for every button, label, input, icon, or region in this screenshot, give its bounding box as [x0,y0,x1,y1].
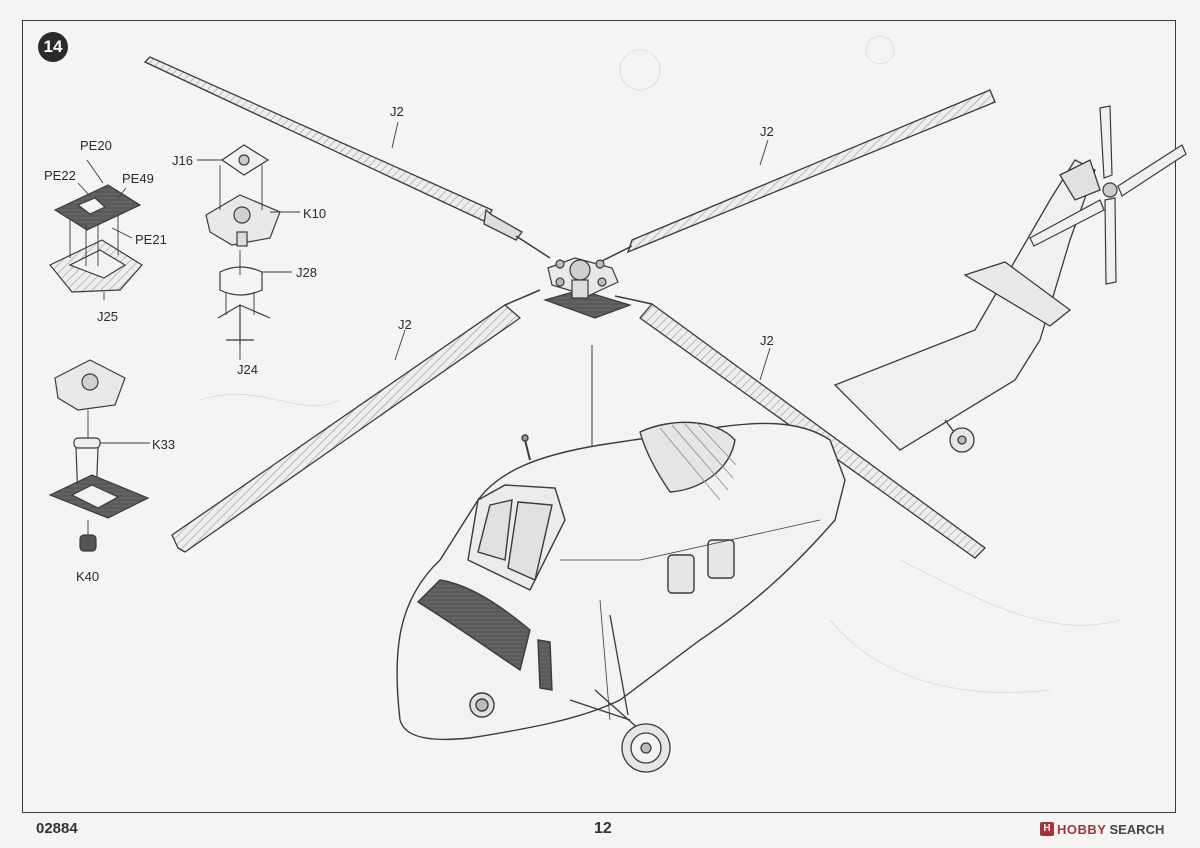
label-j2-front-left: J2 [398,317,412,332]
kit-number: 02884 [36,820,78,837]
label-pe22: PE22 [44,168,76,183]
tail-rotor [1029,105,1187,285]
page-border [22,20,1176,813]
rotor-blade-rear-left [143,56,551,259]
fuselage [396,421,846,741]
label-j28: J28 [296,265,317,280]
label-k10: K10 [303,206,327,221]
main-landing-gear [569,614,671,773]
label-j16: J16 [172,153,193,168]
label-k40: K40 [76,569,100,584]
hobbysearch-logo-icon: H [1040,822,1054,836]
label-j24: J24 [237,362,258,377]
label-j2-rear-left: J2 [390,104,404,119]
label-j25: J25 [97,309,118,324]
step-number-badge: 14 [38,32,68,62]
label-j2-front-right: J2 [760,333,774,348]
subassembly-lower-left [48,359,150,552]
label-k33: K33 [152,437,176,452]
subassembly-hub-top [197,144,300,360]
tail-wheel [944,419,975,453]
label-pe49: PE49 [122,171,154,186]
rotor-blade-rear-right [599,89,996,263]
watermark: H HOBBY SEARCH [1040,820,1164,838]
page-number: 12 [594,820,612,837]
main-rotor-hub [543,257,632,319]
label-pe21: PE21 [135,232,167,247]
subassembly-plate-top [49,159,143,300]
label-pe20: PE20 [80,138,112,153]
background-ghost-art [199,35,1121,693]
watermark-word: SEARCH [1109,821,1165,837]
tail-boom [833,159,1101,451]
blade-leader-lines [391,121,771,381]
rotor-blade-front-left [171,289,541,553]
label-j2-rear-right: J2 [760,124,774,139]
watermark-brand: HOBBY [1057,821,1107,837]
